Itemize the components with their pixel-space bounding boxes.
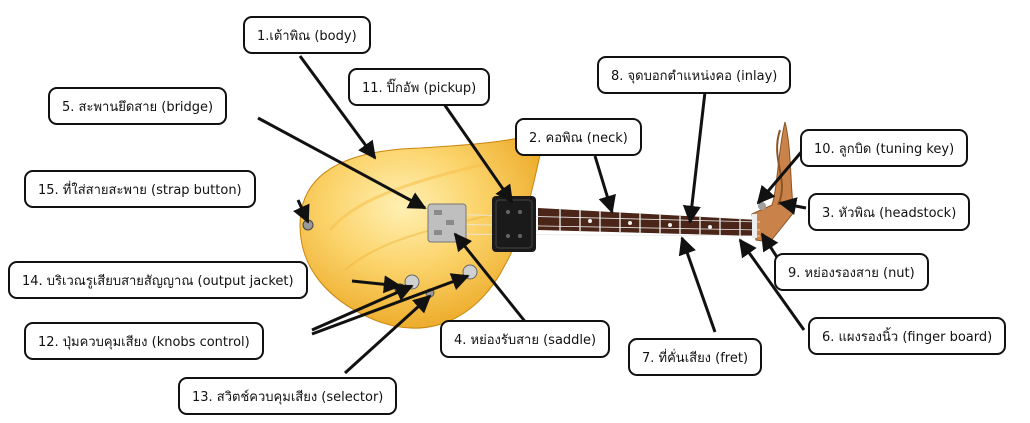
- label-fret: 7. ที่คั่นเสียง (fret): [628, 338, 763, 376]
- label-pickup: 11. ปิ๊กอัพ (pickup): [348, 68, 491, 106]
- label-saddle: 4. หย่องรับสาย (saddle): [440, 320, 611, 358]
- headstock: [751, 121, 795, 243]
- body-grain: [328, 158, 501, 231]
- label-inlay: 8. จุดบอกตำแหน่งคอ (inlay): [597, 56, 792, 94]
- label-body: 1.เต้าพิณ (body): [243, 16, 371, 54]
- label-output-jack: 14. บริเวณรูเสียบสายสัญญาณ (output jacke…: [8, 261, 308, 299]
- pickup: [492, 196, 536, 252]
- label-neck: 2. คอพิณ (neck): [515, 118, 642, 156]
- label-selector: 13. สวิตช์ควบคุมเสียง (selector): [178, 377, 398, 415]
- label-nut: 9. หย่องรองสาย (nut): [774, 253, 929, 291]
- label-fingerboard: 6. แผงรองนิ้ว (finger board): [808, 317, 1007, 355]
- fingerboard: [538, 208, 758, 236]
- body-grain-2: [344, 214, 491, 271]
- inlays: [588, 219, 712, 229]
- label-bridge: 5. สะพานยึดสาย (bridge): [48, 87, 228, 125]
- pickup-poles: [506, 210, 522, 238]
- nut: [752, 214, 757, 238]
- frets: [559, 209, 741, 236]
- label-knobs: 12. ปุ่มควบคุมเสียง (knobs control): [24, 322, 264, 360]
- saddle-pieces: [434, 210, 454, 235]
- pickup-ring: [495, 199, 533, 249]
- label-strap-button: 15. ที่ใส่สายสะพาย (strap button): [24, 170, 256, 208]
- strings: [434, 213, 761, 237]
- label-headstock: 3. หัวพิณ (headstock): [808, 193, 971, 231]
- label-tuning-key: 10. ลูกบิด (tuning key): [800, 129, 969, 167]
